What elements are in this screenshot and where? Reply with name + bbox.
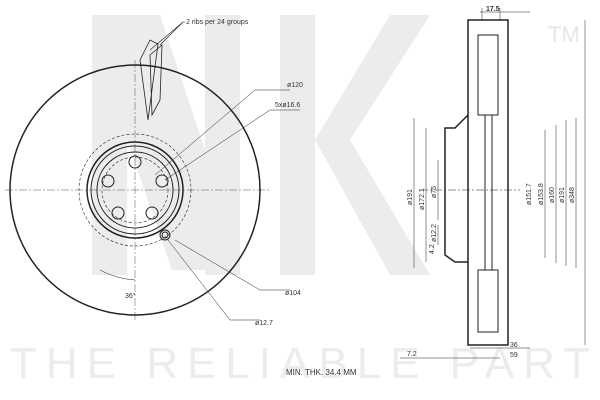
watermark: TM THE RELIABLE PART bbox=[10, 15, 590, 388]
dim-7-2: 7.2 bbox=[407, 351, 417, 358]
dim-bolts: 5xø16.6 bbox=[275, 102, 300, 109]
dim-bolt-circle: ø104 bbox=[285, 290, 301, 297]
slogan-watermark: THE RELIABLE PART bbox=[10, 339, 590, 388]
svg-text:ø191: ø191 bbox=[559, 187, 566, 203]
svg-text:ø191: ø191 bbox=[407, 189, 414, 205]
tm-mark: TM bbox=[548, 22, 580, 47]
svg-text:ø172.1: ø172.1 bbox=[419, 188, 426, 210]
side-left-dims: ø191 ø172.1 ø75 ø12.2 4.2 bbox=[407, 186, 438, 254]
svg-text:ø12.2: ø12.2 bbox=[431, 224, 438, 242]
min-thickness: MIN. THK. 34.4 MM bbox=[286, 368, 357, 377]
svg-text:ø153.8: ø153.8 bbox=[538, 183, 545, 205]
dim-hole: ø12.7 bbox=[255, 320, 273, 327]
side-right-dims: ø151.7 ø153.8 ø160 ø191 ø348 bbox=[526, 183, 576, 205]
svg-text:ø348: ø348 bbox=[569, 187, 576, 203]
dim-59: 59 bbox=[510, 352, 518, 359]
svg-text:ø160: ø160 bbox=[549, 187, 556, 203]
dim-angle: 36° bbox=[125, 292, 136, 300]
side-view bbox=[400, 8, 586, 359]
dim-width: 17.5 bbox=[486, 6, 500, 13]
svg-text:ø151.7: ø151.7 bbox=[526, 183, 533, 205]
svg-text:4.2: 4.2 bbox=[429, 244, 436, 254]
svg-text:ø75: ø75 bbox=[431, 186, 438, 198]
dim-hub: ø120 bbox=[287, 82, 303, 89]
dim-36: 36 bbox=[510, 342, 518, 349]
rib-note: 2 ribs per 24 groups bbox=[186, 19, 249, 26]
front-view bbox=[5, 21, 300, 321]
